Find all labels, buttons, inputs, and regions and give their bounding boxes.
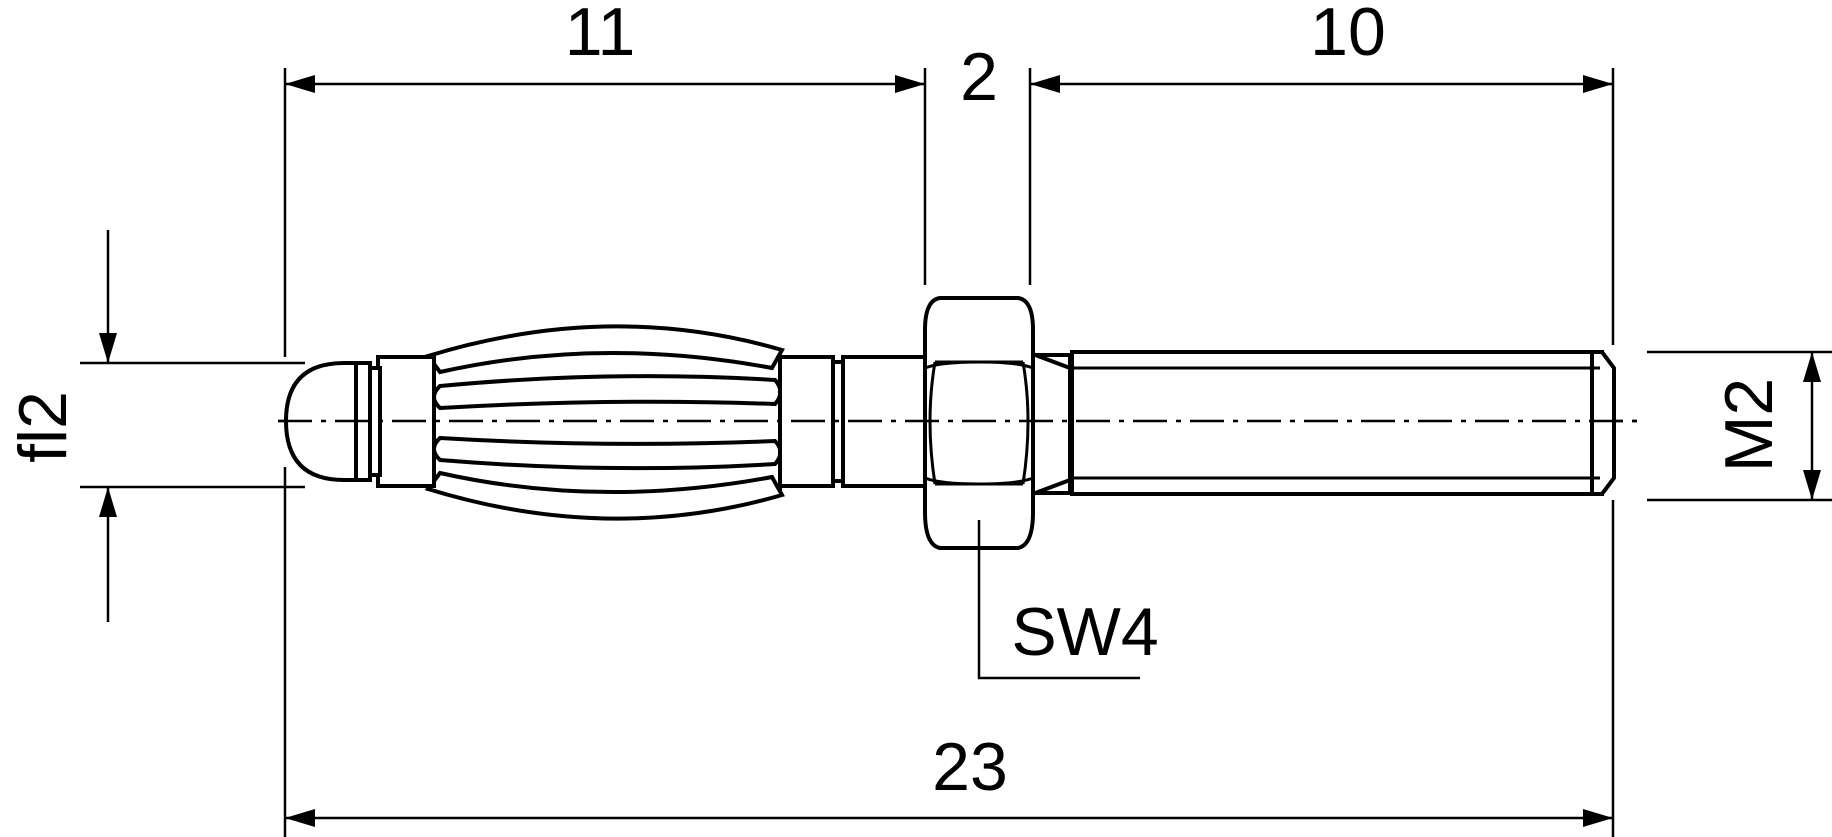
arrow-head bbox=[1030, 75, 1060, 93]
threaded-shaft bbox=[1028, 350, 1616, 498]
arrow-head bbox=[99, 333, 117, 363]
dimension-label-23: 23 bbox=[932, 729, 1008, 805]
arrow-head bbox=[1583, 809, 1613, 827]
arrow-head bbox=[1803, 470, 1821, 500]
dimension-line-11 bbox=[285, 75, 925, 93]
arrow-head bbox=[285, 75, 315, 93]
hex-nut bbox=[923, 296, 1035, 550]
dimension-label-10: 10 bbox=[1310, 0, 1386, 70]
dimension-line-thread bbox=[1803, 352, 1821, 500]
arrow-head bbox=[1803, 352, 1821, 382]
dimension-line-10 bbox=[1030, 75, 1613, 93]
dimension-label-11: 11 bbox=[565, 0, 636, 70]
dimension-label-diameter: fl2 bbox=[5, 391, 81, 463]
extension-lines bbox=[80, 68, 1832, 837]
arrow-head bbox=[1583, 75, 1613, 93]
arrow-head bbox=[895, 75, 925, 93]
dimension-line-diameter bbox=[99, 230, 117, 622]
dimension-label-m2: M2 bbox=[1711, 378, 1787, 472]
dimension-label-sw4: SW4 bbox=[1011, 594, 1158, 670]
arrow-head bbox=[285, 809, 315, 827]
lamella-spring bbox=[368, 324, 835, 521]
dimension-line-23 bbox=[285, 809, 1613, 827]
arrow-head bbox=[99, 487, 117, 517]
dimension-label-2: 2 bbox=[960, 39, 998, 115]
leader-line-sw4 bbox=[977, 520, 1140, 680]
